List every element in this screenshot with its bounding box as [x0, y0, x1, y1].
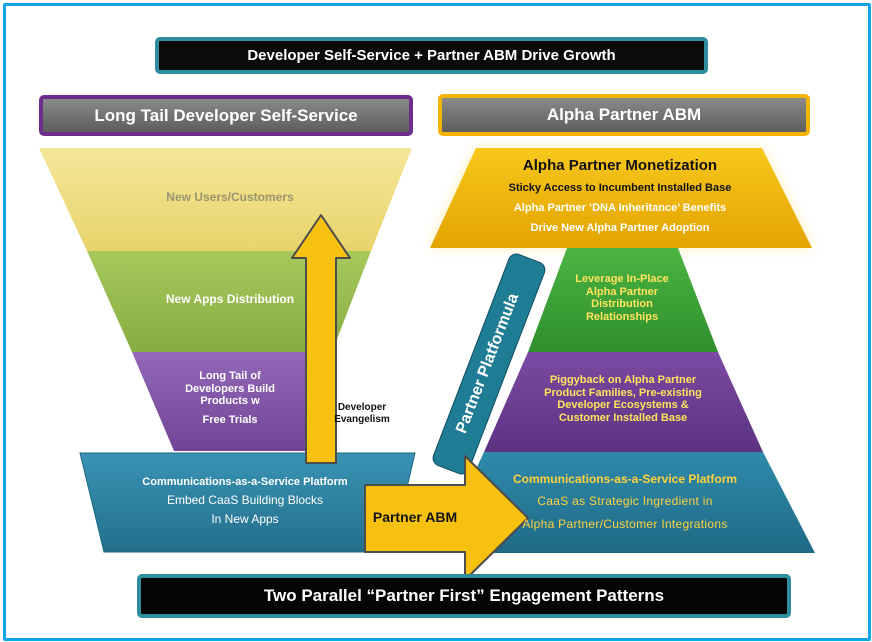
monetization-trapezoid — [430, 148, 812, 248]
left-header-text: Long Tail Developer Self-Service — [94, 105, 358, 125]
caas-left-line-1: Embed CaaS Building Blocks — [166, 492, 324, 507]
caas-right-title: Communications-as-a-Service Platform — [512, 472, 738, 486]
caas-right-label: Communications-as-a-Service Platform Caa… — [490, 472, 760, 531]
bottom-banner: Two Parallel “Partner First” Engagement … — [137, 574, 791, 618]
long-tail-line-4: Free Trials — [202, 413, 258, 426]
partner-abm-arrow-label: Partner ABM — [368, 509, 462, 525]
funnel-level-long-tail — [132, 352, 332, 451]
up-arrow-icon — [291, 214, 351, 464]
funnel-level-new-apps — [87, 251, 371, 352]
pyramid-top-label: Leverage In-Place Alpha Partner Distribu… — [560, 273, 684, 324]
pyramid-bottom-teal — [437, 452, 815, 553]
right-arrow-icon — [364, 455, 529, 581]
long-tail-line-2: Developers Build — [185, 382, 275, 395]
bottom-banner-text: Two Parallel “Partner First” Engagement … — [263, 586, 665, 605]
top-banner: Developer Self-Service + Partner ABM Dri… — [155, 37, 708, 74]
top-banner-text: Developer Self-Service + Partner ABM Dri… — [247, 47, 616, 64]
caas-left-line-2: In New Apps — [211, 512, 279, 527]
pyramid-middle-label: Piggyback on Alpha Partner Product Famil… — [525, 374, 721, 425]
pyramid-top-line-1: Leverage In-Place — [575, 273, 669, 285]
pyramid-top-line-3: Distribution — [591, 298, 653, 311]
funnel-new-apps-label: New Apps Distribution — [130, 292, 330, 307]
pyramid-middle-line-4: Customer Installed Base — [558, 411, 688, 424]
pyramid-middle-line-1: Piggyback on Alpha Partner — [549, 374, 697, 386]
left-header: Long Tail Developer Self-Service — [39, 95, 413, 136]
caas-left-title: Communications-as-a-Service Platform — [142, 476, 348, 488]
caas-left-label: Communications-as-a-Service Platform Emb… — [110, 476, 380, 527]
caas-right-line-2: Alpha Partner/Customer Integrations — [522, 516, 728, 531]
funnel-new-apps-text: New Apps Distribution — [165, 292, 295, 306]
partner-platformula-bar — [432, 253, 546, 475]
funnel-long-tail-label: Long Tail of Developers Build Products w… — [160, 370, 300, 427]
monetization-label: Alpha Partner Monetization Sticky Access… — [470, 157, 770, 234]
evangelism-line-1: Developer — [337, 402, 387, 413]
funnel-new-users-text: New Users/Customers — [166, 190, 294, 204]
outer-frame — [3, 3, 871, 641]
caas-right-line-1: CaaS as Strategic Ingredient in — [537, 493, 713, 508]
long-tail-line-1: Long Tail of — [199, 370, 261, 382]
monetization-item-1: Sticky Access to Incumbent Installed Bas… — [508, 182, 732, 195]
pyramid-middle-purple — [484, 352, 763, 452]
right-header: Alpha Partner ABM — [438, 94, 810, 136]
right-header-text: Alpha Partner ABM — [546, 105, 702, 124]
partner-abm-arrow-text: Partner ABM — [372, 509, 458, 525]
pyramid-top-line-2: Alpha Partner — [585, 285, 659, 298]
funnel-new-users-label: New Users/Customers — [130, 190, 330, 205]
monetization-item-2: Alpha Partner ‘DNA Inheritance’ Benefits — [513, 201, 727, 214]
pyramid-top-green — [528, 248, 718, 352]
pyramid-middle-line-3: Developer Ecosystems & — [557, 399, 689, 412]
long-tail-line-3: Products w — [200, 395, 260, 408]
monetization-item-3: Drive New Alpha Partner Adoption — [530, 221, 710, 234]
developer-evangelism-label: Developer Evangelism — [330, 402, 394, 425]
pyramid-middle-line-2: Product Families, Pre-existing — [544, 386, 702, 399]
pyramid-top-line-4: Relationships — [585, 310, 659, 323]
monetization-title: Alpha Partner Monetization — [522, 157, 718, 174]
evangelism-line-2: Evangelism — [334, 413, 390, 425]
